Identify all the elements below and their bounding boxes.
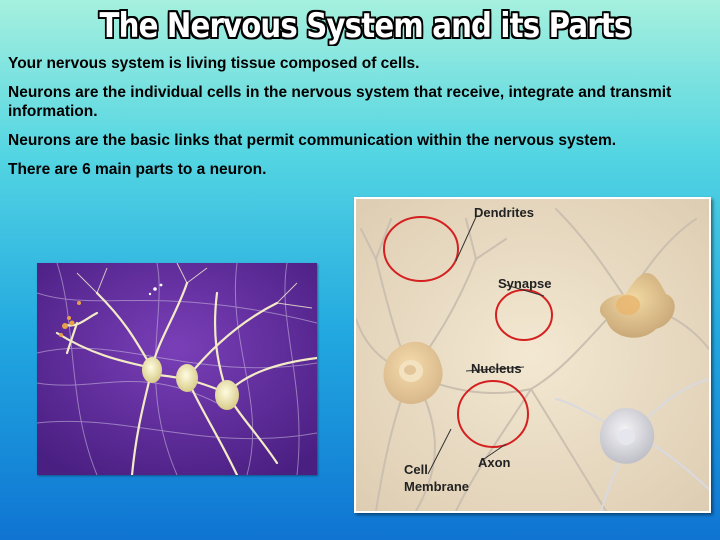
bullet-item: Neurons are the individual cells in the … bbox=[8, 84, 672, 120]
label-cell-membrane: Cell Membrane bbox=[404, 461, 469, 495]
bullet-item: Neurons are the basic links that permit … bbox=[8, 132, 617, 149]
label-dendrites: Dendrites bbox=[474, 205, 534, 220]
label-cell-membrane-line1: Cell bbox=[404, 462, 428, 477]
bullet-item: Your nervous system is living tissue com… bbox=[8, 55, 420, 72]
bullet-list: Your nervous system is living tissue com… bbox=[8, 54, 714, 189]
label-nucleus: Nucleus bbox=[471, 361, 522, 376]
neuron-network-image bbox=[37, 263, 317, 475]
slide-title: The Nervous System and its Parts bbox=[99, 6, 632, 46]
label-axon: Axon bbox=[478, 455, 511, 470]
label-synapse: Synapse bbox=[498, 276, 552, 291]
bullet-item: There are 6 main parts to a neuron. bbox=[8, 161, 267, 178]
neuron-diagram-image: Dendrites Synapse Nucleus Axon Cell Memb… bbox=[354, 197, 711, 513]
label-cell-membrane-line2: Membrane bbox=[404, 479, 470, 494]
